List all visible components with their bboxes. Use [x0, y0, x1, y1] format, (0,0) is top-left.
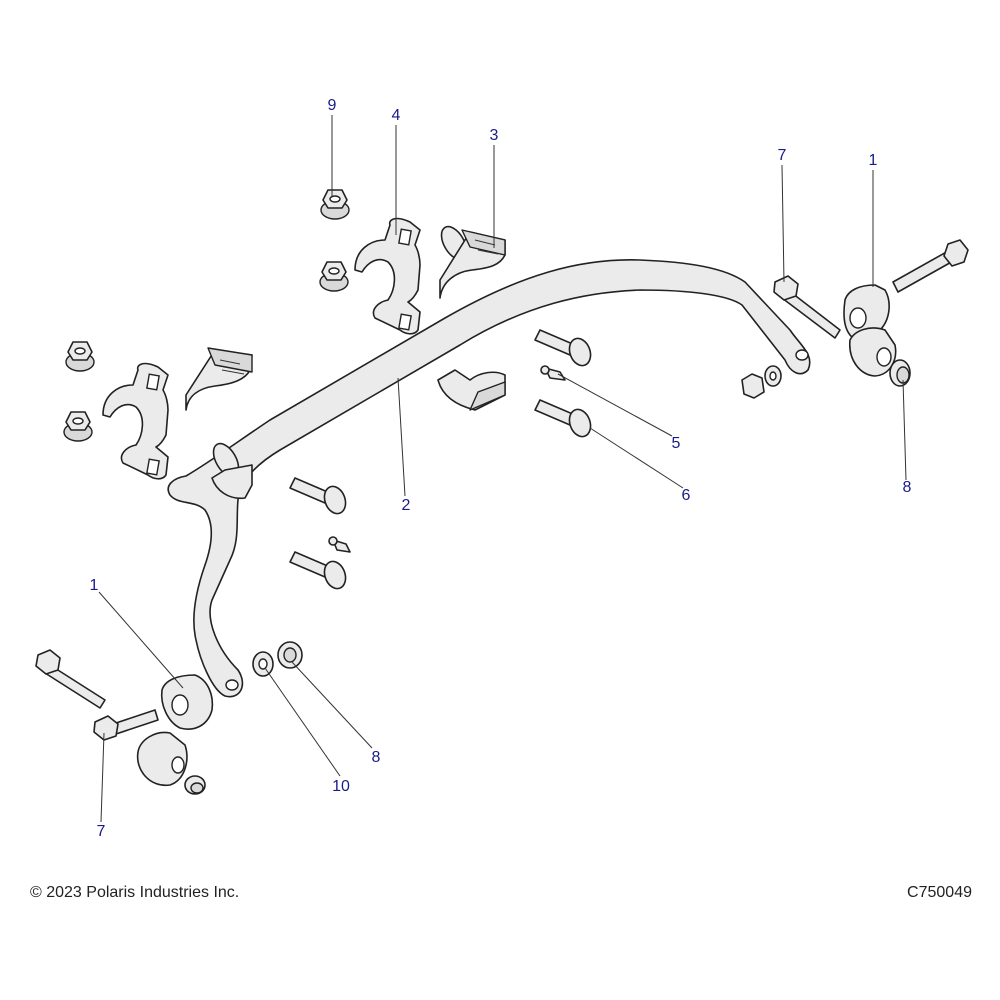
callout-8-left: 8: [372, 749, 381, 766]
nut-9-c: [65, 341, 95, 372]
callout-5: 5: [672, 435, 681, 452]
callout-4: 4: [392, 107, 401, 124]
washer-10: [252, 651, 274, 677]
leader-7a: [781, 164, 785, 283]
bushing-upper-left: [185, 347, 253, 411]
grease-fitting-right: [540, 365, 566, 381]
bolt-left-upper: [35, 649, 106, 709]
pin-6-left-upper: [289, 477, 347, 515]
bar-end-eye-left: [225, 679, 239, 691]
leader-8a: [902, 379, 907, 481]
nut-9-b: [319, 261, 349, 292]
callout-7-left: 7: [97, 823, 106, 840]
bar-end-eye-right: [795, 349, 809, 361]
nut-9-a: [320, 189, 350, 220]
leader-lines: [98, 115, 907, 823]
clamp-left: [102, 362, 169, 480]
leader-8b: [291, 661, 373, 749]
bolt-7-right: [773, 275, 841, 339]
callout-7-right: 7: [778, 147, 787, 164]
bushing-lower-left: [211, 464, 253, 500]
bolt-7-left: [93, 709, 159, 741]
nut-8-left: [277, 641, 303, 669]
drawing-id: C750049: [907, 884, 972, 901]
leader-1b: [98, 591, 184, 689]
nut-8-right: [889, 359, 911, 387]
nut-washer-right: [741, 365, 782, 399]
stabilizer-bar-outline: [167, 259, 811, 698]
bushing-lower-right: [437, 369, 506, 411]
callout-1-left: 1: [90, 577, 99, 594]
callouts: 9 4 3 7 1 5 6 8 2 1 8 10 7: [90, 97, 912, 840]
bushing-upper-right: [439, 229, 506, 299]
leader-5: [557, 373, 673, 437]
leader-6: [589, 427, 684, 489]
pin-6-upper: [534, 329, 592, 367]
grease-fitting-left: [328, 536, 351, 553]
stabilizer-bar: [167, 225, 811, 698]
copyright-text: © 2023 Polaris Industries Inc.: [30, 884, 240, 901]
callout-9: 9: [328, 97, 337, 114]
link-1-left: [136, 674, 214, 786]
callout-8-right: 8: [903, 479, 912, 496]
leader-2: [397, 377, 406, 497]
clamp-right: [354, 217, 421, 335]
leader-7b: [100, 732, 105, 823]
callout-10: 10: [332, 778, 350, 795]
leader-10: [264, 667, 341, 777]
callout-3: 3: [490, 127, 499, 144]
callout-1-right: 1: [869, 152, 878, 169]
callout-6: 6: [682, 487, 691, 504]
bolt-right-upper: [892, 239, 969, 293]
pin-6-left-lower: [289, 551, 347, 590]
nut-8-left-lower: [184, 775, 206, 795]
callout-2: 2: [402, 497, 411, 514]
pin-6-lower: [534, 399, 592, 438]
link-1-right: [843, 284, 897, 377]
nut-9-d: [63, 411, 93, 442]
